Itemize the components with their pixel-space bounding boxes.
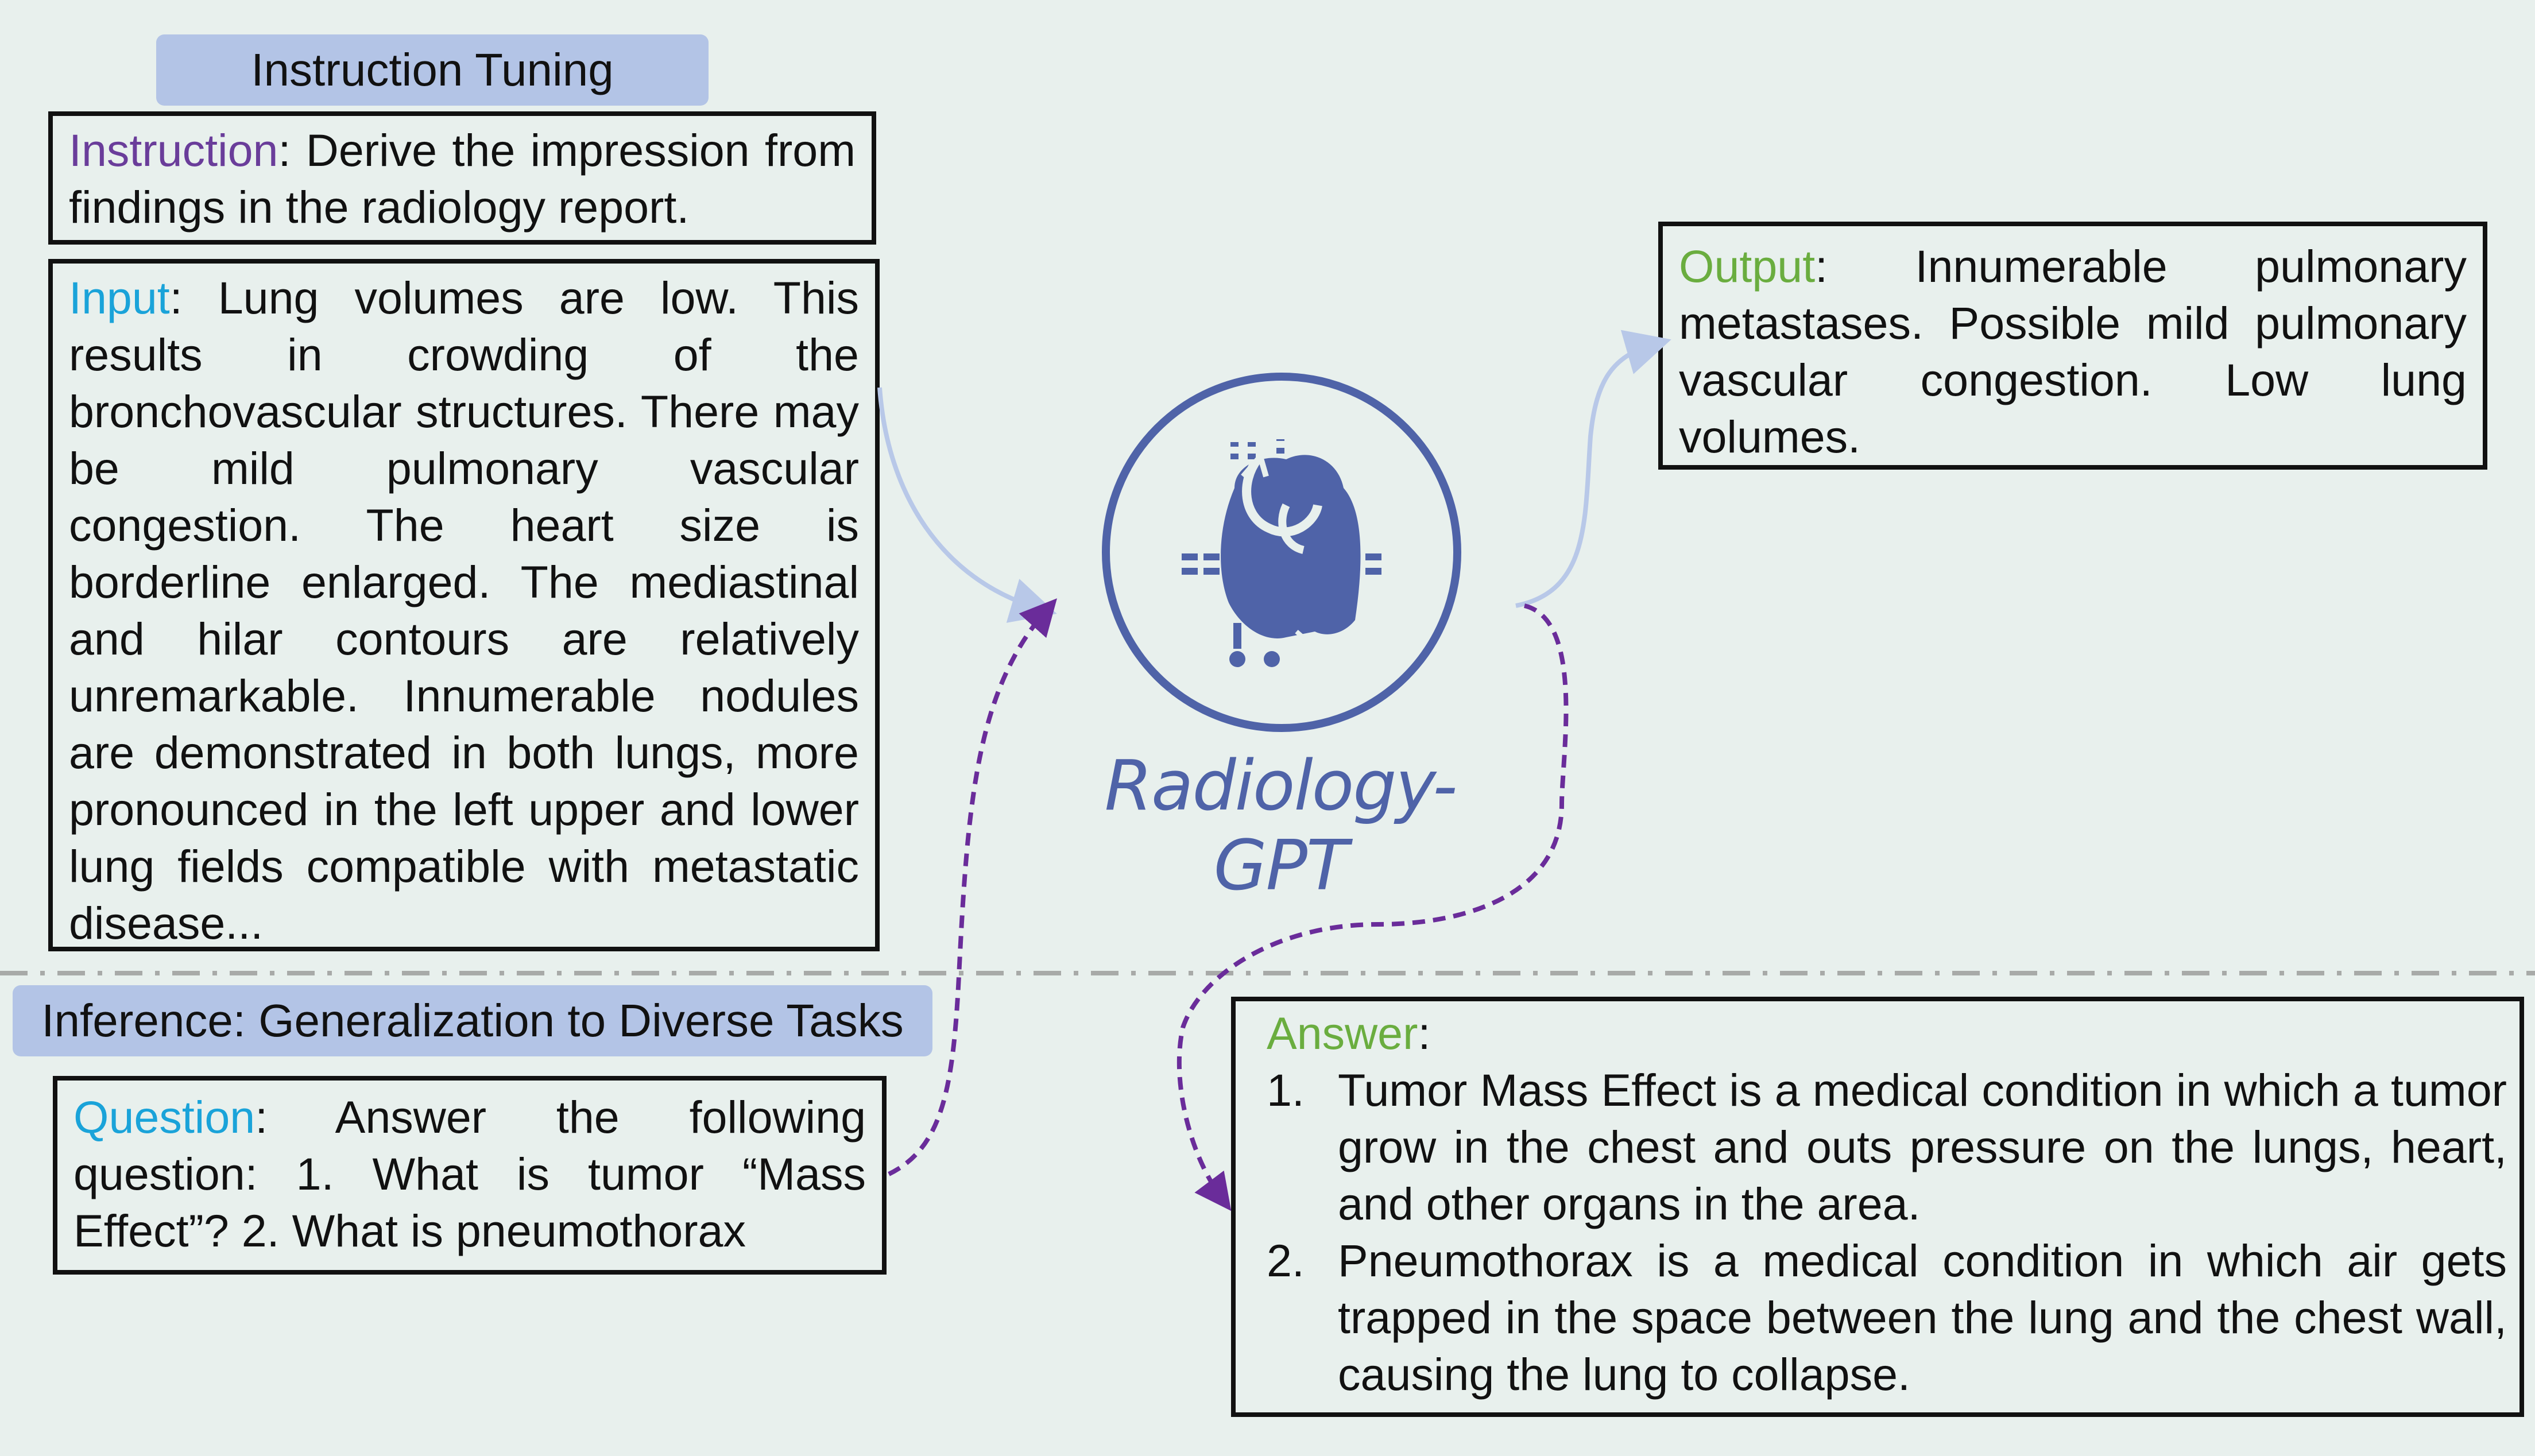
output-box: Output: Innumerable pulmonary metastases… — [1658, 222, 2487, 470]
question-to-model-arrow — [888, 598, 1057, 1176]
input-box: Input: Lung volumes are low. This result… — [48, 259, 880, 951]
question-text: : Answer the following question: 1. What… — [73, 1091, 866, 1256]
answer-item-text: Tumor Mass Effect is a medical condition… — [1338, 1064, 2507, 1229]
input-text: : Lung volumes are low. This results in … — [69, 272, 859, 948]
answer-item-number: 2. — [1267, 1235, 1305, 1286]
input-label: Input — [69, 272, 170, 323]
question-box: Question: Answer the following question:… — [53, 1076, 887, 1275]
question-label: Question — [73, 1091, 256, 1143]
output-label: Output — [1679, 241, 1816, 292]
instruction-tuning-title: Instruction Tuning — [156, 34, 709, 106]
output-text: : Innumerable pulmonary metastases. Poss… — [1679, 241, 2467, 462]
answer-item: 1. Tumor Mass Effect is a medical condit… — [1267, 1062, 2507, 1232]
answer-item: 2. Pneumothorax is a medical condition i… — [1267, 1232, 2507, 1403]
model-to-answer-arrow — [1176, 603, 1569, 1211]
model-circle — [1102, 373, 1461, 732]
answer-box: Answer: 1. Tumor Mass Effect is a medica… — [1231, 997, 2524, 1417]
model-icon — [1102, 373, 1461, 732]
heart-icon — [1182, 439, 1384, 667]
instruction-box: Instruction: Derive the impression from … — [48, 111, 876, 245]
inference-title: Inference: Generalization to Diverse Tas… — [13, 985, 932, 1056]
instruction-label: Instruction — [69, 125, 278, 176]
answer-label: Answer — [1267, 1008, 1418, 1059]
model-to-output-arrow — [1515, 330, 1671, 608]
answer-item-number: 1. — [1267, 1064, 1305, 1116]
input-to-model-arrow — [877, 387, 1057, 623]
answer-colon: : — [1418, 1008, 1431, 1059]
model-name: Radiology-GPT — [1104, 746, 1458, 906]
answer-item-text: Pneumothorax is a medical condition in w… — [1338, 1235, 2507, 1400]
answer-list: 1. Tumor Mass Effect is a medical condit… — [1267, 1062, 2507, 1403]
instruction-text: : Derive the impression from findings in… — [69, 125, 856, 233]
